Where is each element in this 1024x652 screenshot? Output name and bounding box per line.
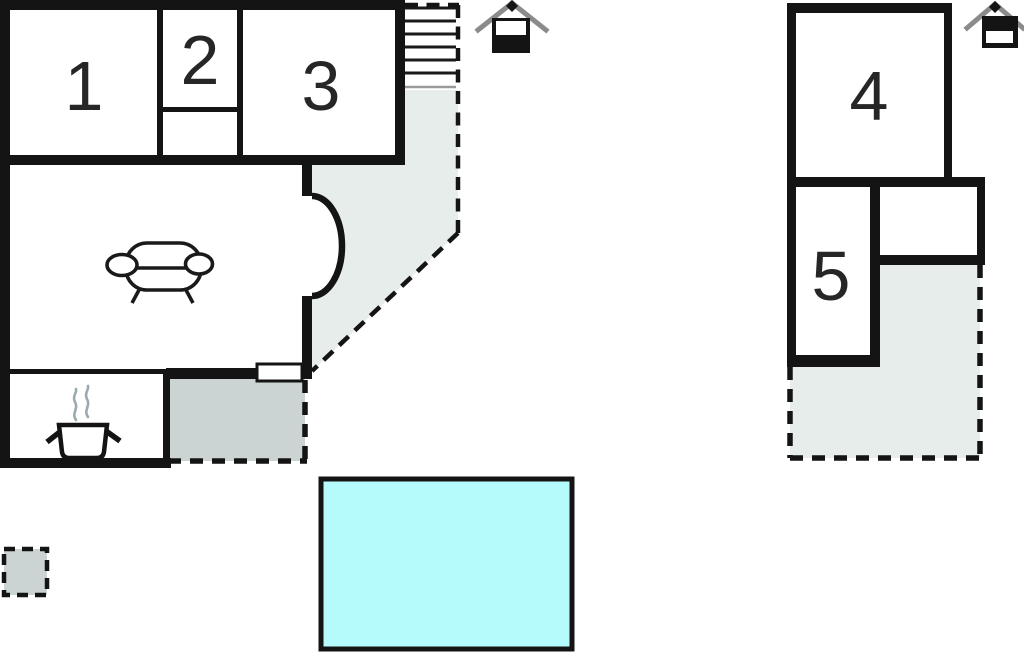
room-2-label: 2 [181, 21, 220, 99]
wall-room5-bottom [787, 355, 880, 367]
dashed-line-diagonal [310, 231, 460, 373]
cooking-pot-icon [45, 384, 122, 461]
room-4-label: 4 [850, 57, 889, 135]
wall-bottom [0, 458, 171, 468]
building-annex: 4 5 [787, 3, 985, 461]
swimming-pool [318, 476, 575, 652]
room-3-label: 3 [302, 47, 341, 125]
terrace-annex-boundary [787, 265, 983, 461]
house-marker-main-window [496, 21, 526, 35]
building-main-house: 1 2 3 [0, 0, 461, 468]
steam-line-right [84, 384, 90, 419]
terrace-main [312, 90, 458, 371]
wall-mid-horizontal [0, 155, 405, 165]
terrace-annex [790, 265, 980, 458]
patio-main-boundary [168, 380, 308, 464]
walls-annex [787, 3, 985, 367]
walls-main-house [0, 0, 405, 468]
wall-living-right-upper [302, 165, 312, 196]
wall-room2-room3 [237, 10, 243, 160]
patio-main [170, 378, 305, 461]
pot-body [56, 422, 110, 461]
terrace-main-boundary [310, 2, 461, 373]
small-pad [1, 546, 50, 598]
wall-utility-bottom [870, 255, 985, 265]
wall-left [0, 0, 10, 468]
wall-room2-closet [162, 107, 238, 112]
steam-line-left [72, 387, 78, 422]
wall-kitchen-right [163, 374, 170, 468]
house-marker-annex-window [986, 31, 1013, 43]
door-swing-arc [311, 192, 346, 300]
wall-room1-room2 [157, 10, 163, 160]
sofa-armrest-right [183, 252, 215, 276]
house-marker-main [474, 0, 550, 53]
staircase [405, 3, 456, 89]
wall-living-right-lower [302, 296, 312, 378]
sofa-leg-left [130, 289, 141, 304]
house-marker-annex [963, 0, 1024, 48]
door-swing [312, 196, 342, 296]
wall-top [0, 0, 405, 10]
wall-right-upper [395, 0, 405, 165]
window [255, 362, 304, 383]
sofa-leg-right [184, 289, 195, 304]
wall-annex-mid [787, 177, 985, 187]
wall-kitchen-top [0, 369, 166, 374]
sofa-armrest-left [105, 252, 139, 278]
wall-room5-right [870, 187, 880, 367]
wall-annex-top [787, 3, 952, 13]
wall-patio-top-right [301, 368, 312, 379]
wall-patio-top-left [166, 368, 259, 379]
wall-room4-right [944, 3, 952, 185]
room-5-label: 5 [812, 237, 851, 315]
house-marker-annex-peak [989, 1, 1001, 13]
house-marker-main-peak [506, 0, 518, 12]
wall-utility-right [977, 177, 985, 265]
room-1-label: 1 [65, 47, 104, 125]
sofa-icon [105, 241, 215, 304]
